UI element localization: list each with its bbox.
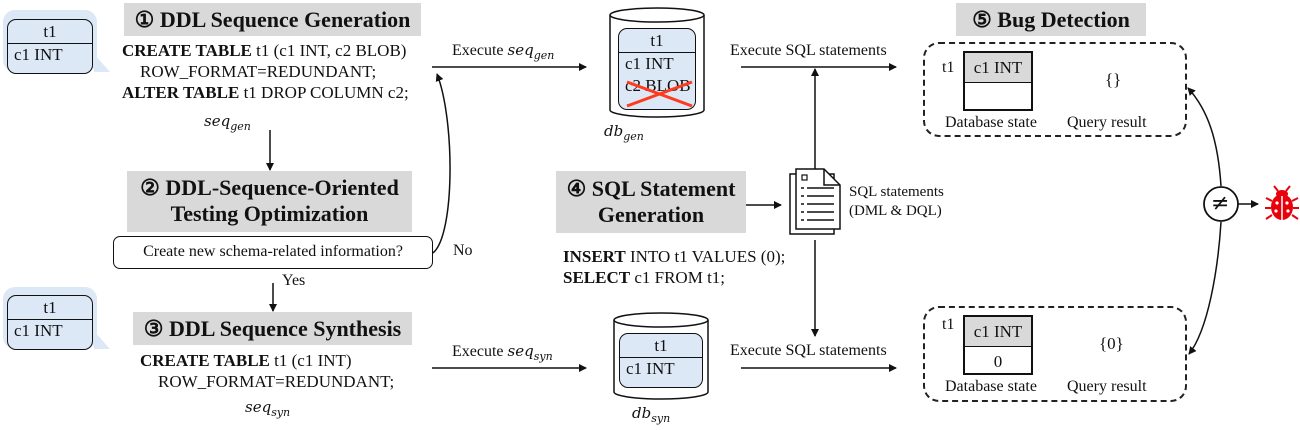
decision-question: Create new schema-related information? — [143, 243, 403, 260]
schema-table-name: t1 — [8, 20, 92, 44]
step5-title: ⑤ Bug Detection — [956, 3, 1146, 36]
schema-gen-left: t1 c1 INT — [7, 19, 93, 74]
code-text: t1 DROP COLUMN c2; — [239, 83, 409, 102]
result-table-header: c1 INT — [965, 53, 1031, 83]
query-result-label: Query result — [1067, 114, 1147, 131]
code-text: ROW_FORMAT=REDUNDANT; — [140, 62, 377, 81]
result-box-syn: t1 c1 INT 0 {0} Database state Query res… — [923, 306, 1187, 402]
bug-icon — [1265, 185, 1299, 220]
schema-table-name: t1 — [619, 29, 695, 53]
schema-column: c1 INT — [14, 321, 63, 340]
seq-gen-label: seqgen — [204, 112, 251, 133]
query-result-label: Query result — [1067, 378, 1147, 395]
bubble-tail-gen — [94, 54, 110, 72]
code-keyword: CREATE TABLE — [122, 41, 252, 60]
code-text: t1 (c1 INT, c2 BLOB) — [251, 41, 407, 60]
execute-seq-syn-label: Execute seqsyn — [452, 342, 553, 363]
step1-title-text: ① DDL Sequence Generation — [134, 7, 411, 32]
no-label: No — [453, 242, 473, 259]
sql-doc-label: SQL statements (DML & DQL) — [849, 183, 944, 221]
step3-title: ③ DDL Sequence Synthesis — [133, 312, 412, 345]
schema-column-dropped: c2 BLOB — [625, 76, 691, 95]
step4-title-line1: ④ SQL Statement — [566, 176, 736, 201]
query-result-value: {0} — [1099, 334, 1124, 353]
schema-column: c1 INT — [14, 45, 63, 64]
result-table: c1 INT — [963, 51, 1033, 111]
decision-box: Create new schema-related information? — [113, 236, 433, 269]
sql-doc-line2: (DML & DQL) — [849, 203, 942, 219]
step4-title-line2: Generation — [597, 202, 705, 227]
step2-title-line2: Testing Optimization — [170, 201, 369, 226]
bubble-tail-syn — [94, 331, 110, 349]
database-state-label: Database state — [945, 378, 1037, 395]
db-syn-schema: t1 c1 INT — [619, 333, 703, 388]
exec-sql-label-bottom: Execute SQL statements — [730, 342, 887, 359]
gen-code: CREATE TABLE t1 (c1 INT, c2 BLOB) ROW_FO… — [122, 40, 409, 103]
result-table-name: t1 — [942, 316, 955, 333]
exec-sql-label-top: Execute SQL statements — [730, 42, 887, 59]
syn-code: CREATE TABLE t1 (c1 INT) ROW_FORMAT=REDU… — [140, 350, 394, 392]
step4-title: ④ SQL Statement Generation — [556, 171, 746, 233]
step1-title: ① DDL Sequence Generation — [124, 3, 421, 36]
yes-label: Yes — [282, 272, 306, 289]
arrow-compare-top — [1187, 87, 1222, 187]
sql-doc-line1: SQL statements — [849, 184, 944, 200]
sql-code: INSERT INTO t1 VALUES (0); SELECT c1 FRO… — [563, 246, 785, 288]
schema-column: c1 INT — [626, 359, 675, 378]
schema-table-name: t1 — [8, 296, 92, 320]
step2-title: ② DDL-Sequence-Oriented Testing Optimiza… — [127, 171, 412, 232]
result-box-gen: t1 c1 INT {} Database state Query result — [923, 42, 1187, 137]
schema-syn-left: t1 c1 INT — [7, 295, 93, 350]
document-icon — [789, 168, 841, 235]
execute-seq-gen-label: Execute seqgen — [452, 41, 555, 62]
db-gen-label: dbgen — [604, 122, 644, 143]
seq-syn-label: seqsyn — [245, 398, 291, 419]
not-equal-symbol: ≠ — [1211, 191, 1230, 216]
code-keyword: ALTER TABLE — [122, 83, 240, 102]
db-syn-label: dbsyn — [632, 404, 671, 425]
code-keyword: CREATE TABLE — [140, 351, 270, 370]
schema-table-name: t1 — [620, 334, 702, 358]
query-result-value: {} — [1105, 70, 1122, 89]
code-text: t1 (c1 INT) — [269, 351, 352, 370]
result-table-header: c1 INT — [965, 317, 1031, 347]
arrow-compare-bottom — [1188, 221, 1222, 355]
code-text: ROW_FORMAT=REDUNDANT; — [158, 372, 395, 391]
step3-title-text: ③ DDL Sequence Synthesis — [143, 316, 402, 341]
result-table-name: t1 — [942, 59, 955, 76]
code-keyword: INSERT — [563, 247, 626, 266]
code-text: INTO t1 VALUES (0); — [625, 247, 786, 266]
code-keyword: SELECT — [563, 268, 631, 287]
arrow-no-feedback — [432, 73, 451, 254]
schema-column: c1 INT — [625, 54, 674, 73]
result-table-cell: 0 — [993, 352, 1003, 371]
code-text: c1 FROM t1; — [630, 268, 726, 287]
result-table: c1 INT 0 — [963, 315, 1033, 375]
result-table-cell — [965, 83, 1031, 112]
database-state-label: Database state — [945, 114, 1037, 131]
step5-title-text: ⑤ Bug Detection — [972, 7, 1130, 32]
step2-title-line1: ② DDL-Sequence-Oriented — [140, 175, 399, 200]
